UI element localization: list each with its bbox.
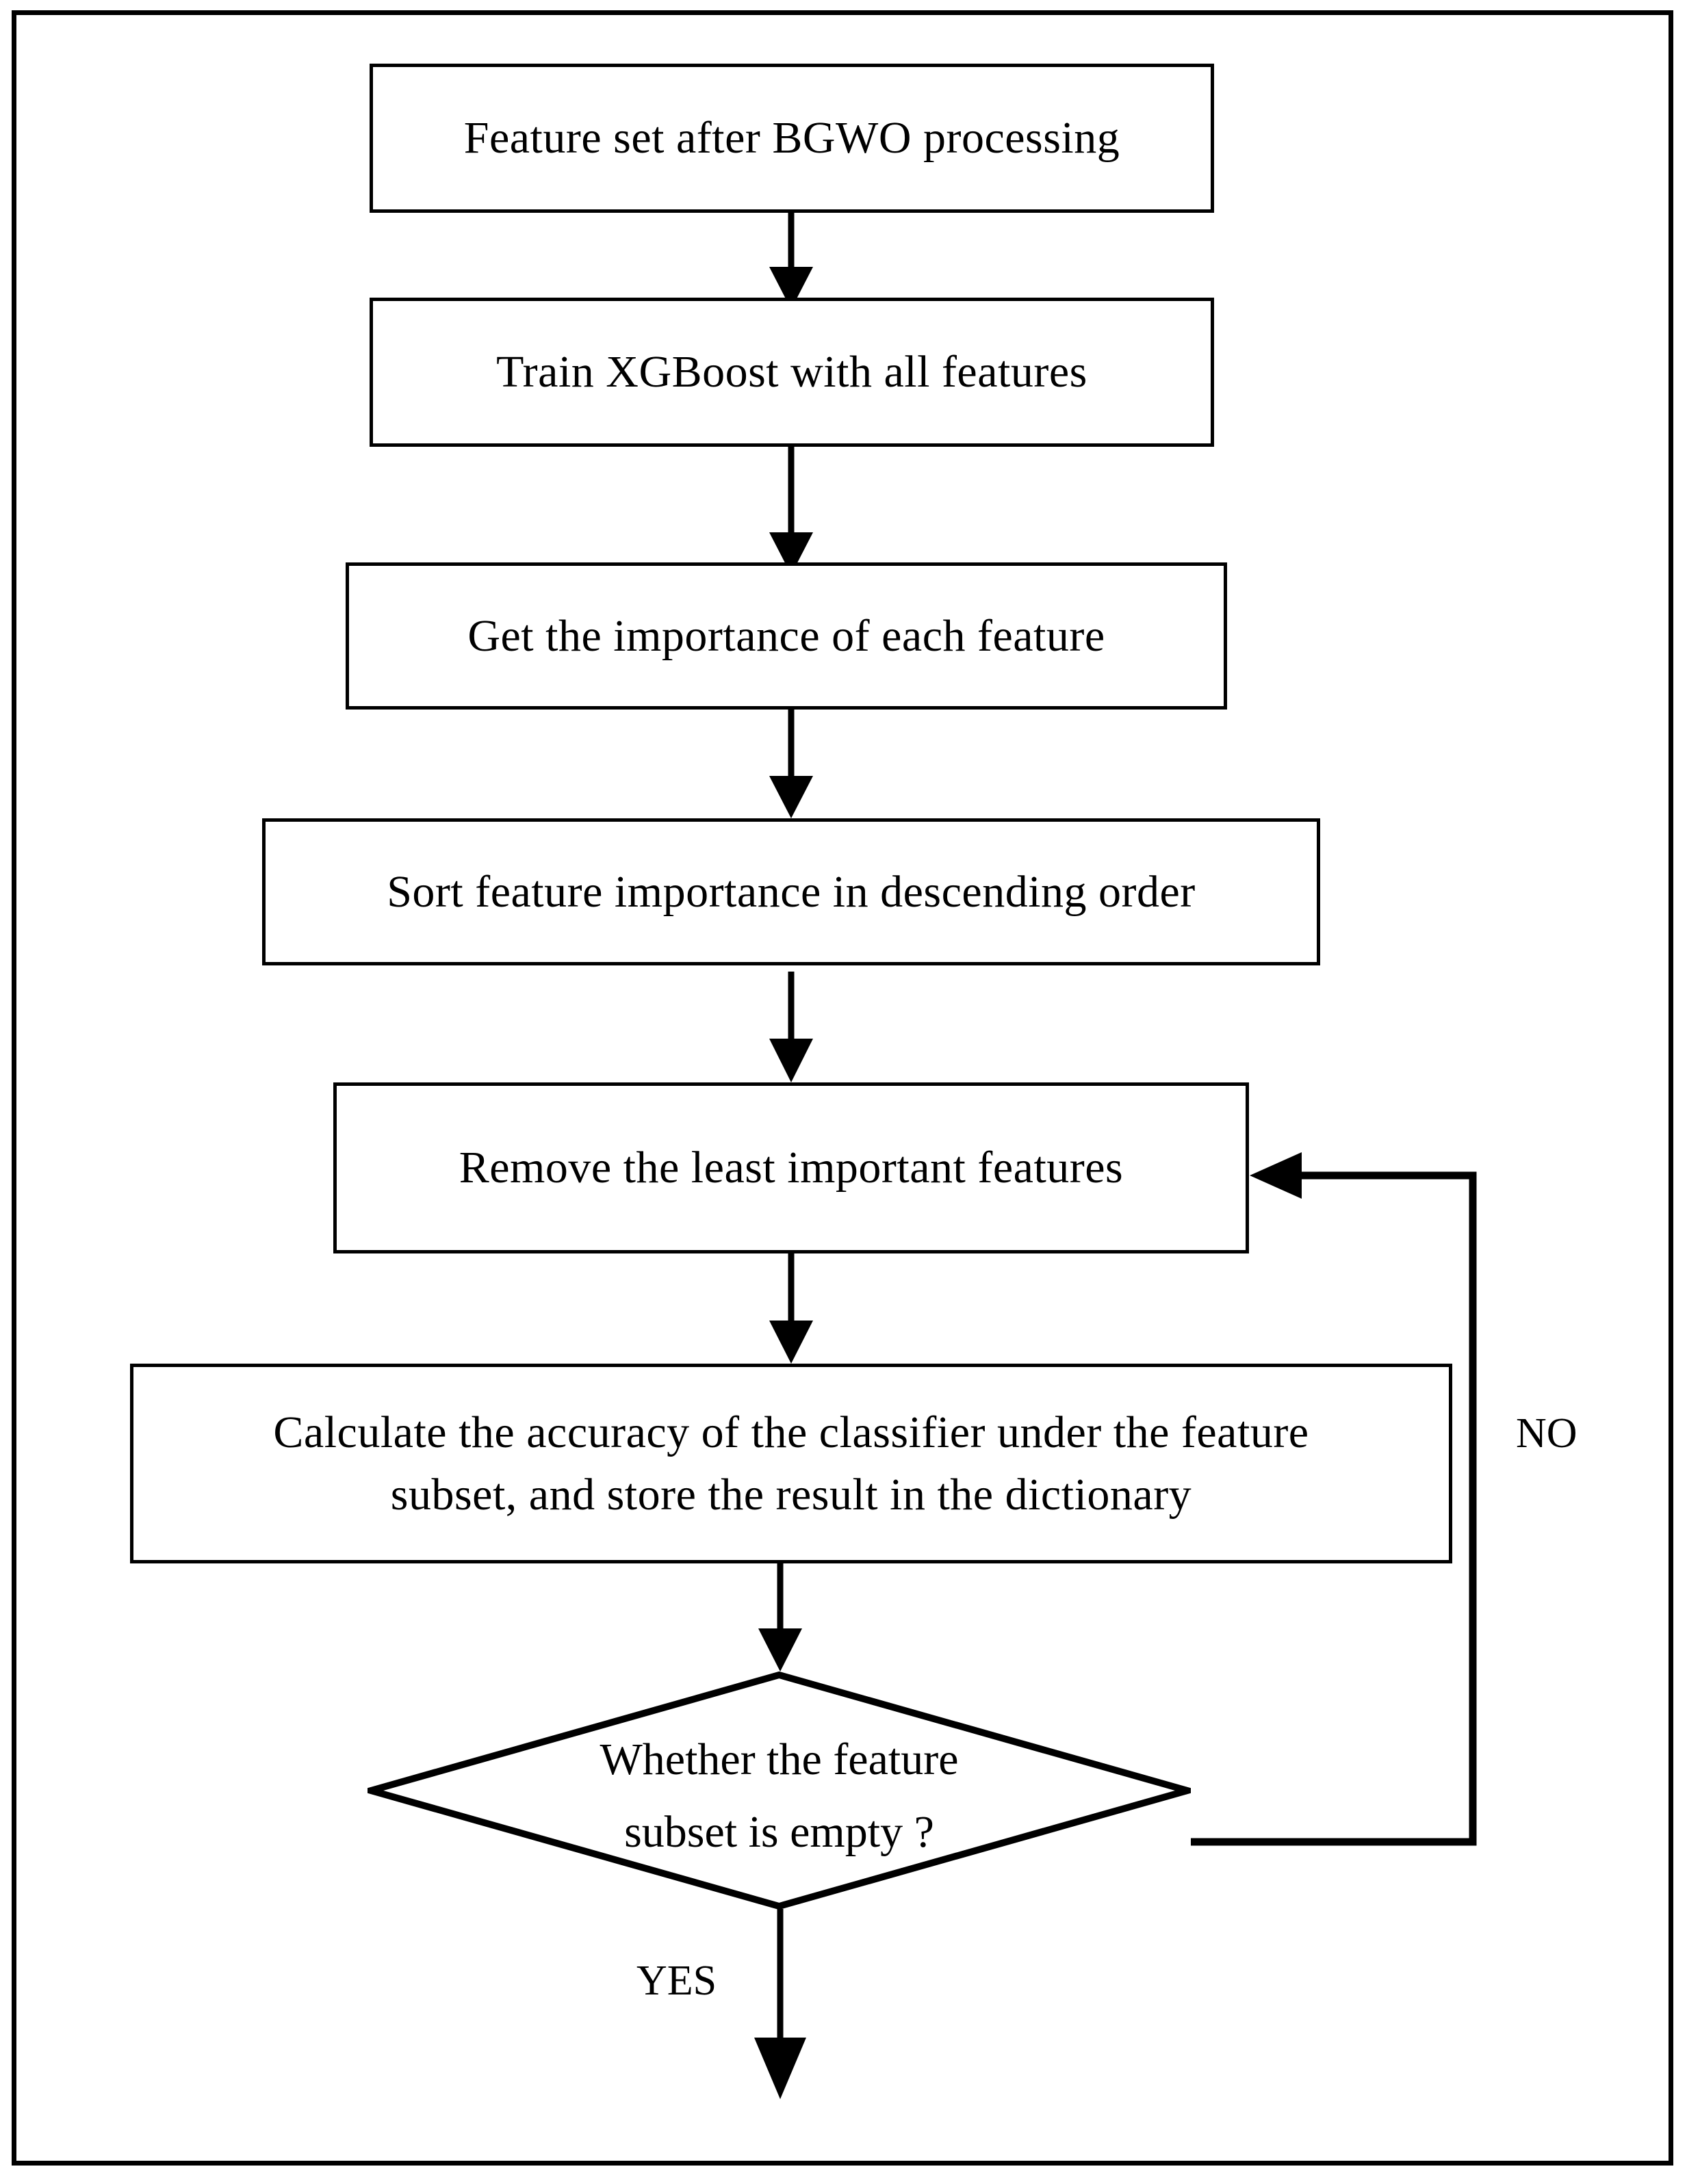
- process-node-remove-least-important[interactable]: Remove the least important features: [333, 1082, 1249, 1253]
- decision-node-subset-empty[interactable]: Whether the feature subset is empty ?: [368, 1672, 1191, 1910]
- edge-label-yes: YES: [636, 1958, 717, 2004]
- node-label: Calculate the accuracy of the classifier…: [273, 1407, 1309, 1520]
- diamond-shape-icon: [368, 1672, 1191, 1910]
- node-label: Remove the least important features: [459, 1143, 1124, 1193]
- node-label: Whether the feature subset is empty ?: [600, 1734, 959, 1857]
- process-node-get-importance[interactable]: Get the importance of each feature: [346, 562, 1227, 710]
- edge-label-no: NO: [1516, 1410, 1577, 1457]
- process-node-feature-set[interactable]: Feature set after BGWO processing: [370, 64, 1214, 213]
- node-label: Feature set after BGWO processing: [463, 113, 1120, 164]
- process-node-calculate-accuracy[interactable]: Calculate the accuracy of the classifier…: [130, 1364, 1452, 1563]
- node-label: Get the importance of each feature: [467, 610, 1105, 661]
- node-label: Sort feature importance in descending or…: [387, 866, 1196, 917]
- process-node-sort-importance[interactable]: Sort feature importance in descending or…: [262, 818, 1320, 965]
- process-node-train-xgboost[interactable]: Train XGBoost with all features: [370, 298, 1214, 447]
- node-label: Train XGBoost with all features: [496, 347, 1087, 398]
